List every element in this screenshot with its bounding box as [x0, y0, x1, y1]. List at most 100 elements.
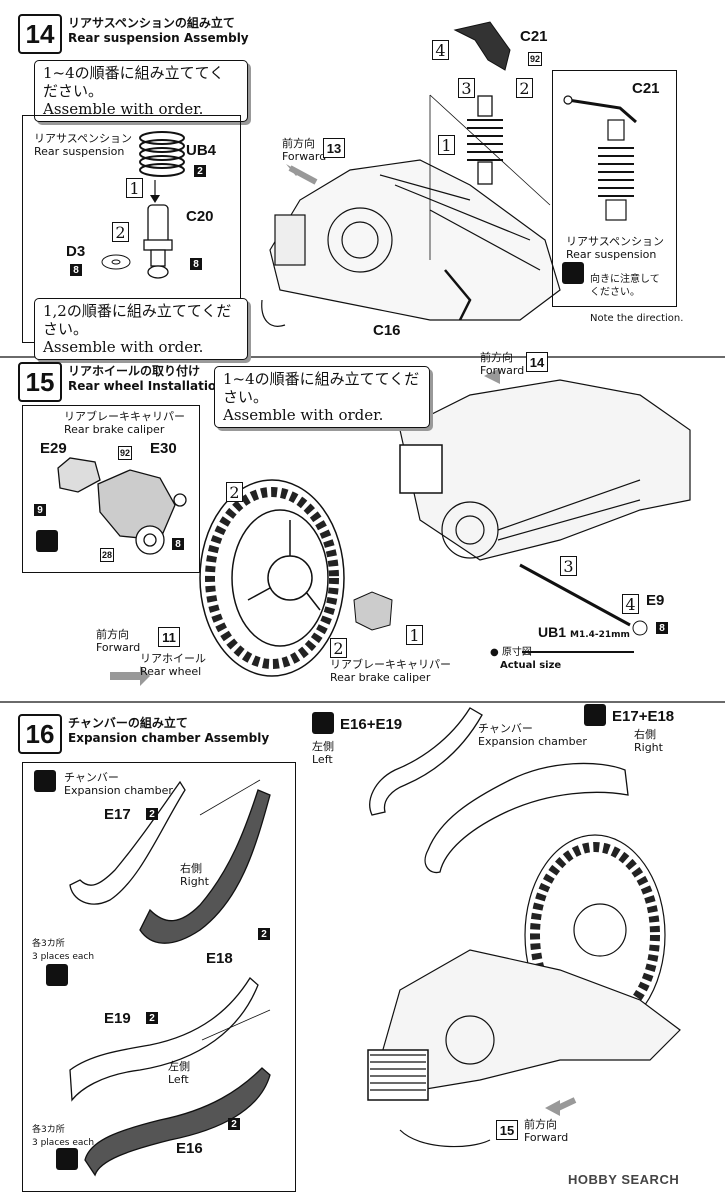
ref-step-11: 11: [158, 627, 180, 647]
note-en: Assemble with order.: [43, 100, 204, 118]
caliper-small-drawing: [353, 591, 393, 631]
order-2-caliper: 2: [330, 638, 347, 658]
label-jp: 各3カ所: [32, 939, 65, 949]
forward-en: Forward: [524, 1131, 569, 1144]
spring-ub4-drawing: [139, 131, 185, 177]
chamber-e19-drawing: [69, 977, 259, 1102]
part-num-e30-top: 92: [118, 446, 132, 460]
step-number-16: 16: [18, 714, 62, 754]
part-num-e19: 2: [146, 1012, 158, 1024]
order-2: 2: [112, 222, 129, 242]
order-3: 3: [458, 78, 475, 98]
collar-d3-drawing: [101, 254, 131, 270]
left-label-overview: 左側 Left: [312, 740, 334, 766]
order-2b: 2: [516, 78, 533, 98]
glue-icon-2: [56, 1148, 78, 1170]
step-number-15: 15: [18, 362, 62, 402]
rear-suspension-label: リアサスペンション Rear suspension: [34, 132, 132, 158]
step-15-title: リアホイールの取り付け Rear wheel Installation: [68, 364, 225, 394]
label-jp: 左側: [168, 1060, 190, 1073]
chamber-e16-drawing: [84, 1067, 271, 1177]
step-14-title-en: Rear suspension Assembly: [68, 31, 249, 45]
label-en: Rear suspension: [34, 145, 125, 158]
note-en: Note the direction.: [590, 313, 684, 324]
ref-step-15: 15: [496, 1120, 518, 1140]
glue-icon-1: [46, 964, 68, 986]
axle-drawing: [519, 563, 631, 627]
order-4-nut: 4: [622, 594, 639, 614]
chamber-assembled-left-drawing: [369, 707, 483, 816]
label-jp: リアホイール: [140, 652, 206, 665]
frame-step16-drawing: [367, 834, 681, 1148]
right-label: 右側 Right: [180, 862, 209, 888]
part-ub4: UB4: [186, 142, 217, 159]
paint-icon-left: [312, 712, 334, 734]
forward-arrow-15: [110, 666, 150, 686]
hobby-search-watermark: HOBBY SEARCH: [568, 1172, 680, 1187]
label-jp: 左側: [312, 740, 334, 753]
note-jp: 向きに注意して ください。: [590, 274, 660, 298]
label-en: Left: [168, 1073, 189, 1086]
note-jp: 1,2の順番に組み立ててください。: [43, 302, 232, 338]
chamber-e18-drawing: [139, 789, 271, 944]
step-14-note-order-2: 1,2の順番に組み立ててください。 Assemble with order.: [34, 298, 248, 360]
forward-en: Forward: [96, 641, 141, 654]
chamber-assembled-right-drawing: [424, 762, 629, 874]
label-en: 3 places each: [32, 952, 95, 962]
chamber-panel: [22, 762, 296, 1192]
label-jp: チャンバー: [478, 722, 533, 735]
chamber-label-overview: チャンバー Expansion chamber: [478, 722, 587, 748]
part-e30: E30: [150, 440, 177, 457]
forward-label-15b: 前方向 Forward: [480, 351, 524, 377]
caution-icon: [562, 262, 584, 284]
step-15-title-jp: リアホイールの取り付け: [68, 364, 201, 378]
label-jp: リアサスペンション: [566, 235, 665, 248]
order-3-axle: 3: [560, 556, 577, 576]
rear-wheel-label: リアホイール Rear wheel: [140, 652, 206, 678]
part-c21-inset: C21: [632, 80, 660, 97]
label-jp: リアブレーキキャリパー: [64, 410, 185, 423]
label-en: Right: [634, 741, 663, 754]
label-en: Expansion chamber: [64, 784, 173, 797]
chamber-paint-icon: [34, 770, 56, 792]
inset-shock-drawing: [563, 95, 637, 221]
frame-step15-drawing: [399, 379, 691, 561]
bracket-c21-drawing: [453, 21, 511, 71]
part-e16-e19: E16+E19: [340, 716, 403, 733]
part-num-ub4: 2: [194, 165, 206, 177]
actual-size-label: ● 原寸図 Actual size: [490, 646, 561, 672]
order-1: 1: [126, 178, 143, 198]
order-2-wheel: 2: [226, 482, 243, 502]
label-jp: リアブレーキキャリパー: [330, 658, 451, 671]
label-en: Left: [312, 753, 333, 766]
part-e18: E18: [206, 950, 233, 967]
places-label-2: 各3カ所 3 places each: [32, 1124, 94, 1150]
part-e16: E16: [176, 1140, 203, 1157]
note-en: Assemble with order.: [223, 406, 384, 424]
label-jp: 右側: [180, 862, 202, 875]
order-1-caliper: 1: [406, 625, 423, 645]
part-c21: C21: [520, 28, 548, 45]
part-e29: E29: [40, 440, 67, 457]
frame-step14-drawing: [261, 159, 561, 327]
step-number-14: 14: [18, 14, 62, 54]
note-jp: 1~4の順番に組み立ててください。: [43, 64, 225, 100]
rear-brake-caliper-label: リアブレーキキャリパー Rear brake caliper: [330, 658, 451, 684]
forward-label-15: 前方向 Forward: [96, 628, 140, 654]
note-jp: 1~4の順番に組み立ててください。: [223, 370, 420, 406]
right-label-overview: 右側 Right: [634, 728, 663, 754]
part-c16: C16: [373, 322, 401, 339]
part-num-e17: 2: [146, 808, 158, 820]
forward-label-14: 前方向 Forward: [282, 137, 326, 163]
label-jp: ● 原寸図: [490, 647, 532, 658]
label-en: Rear brake caliper: [64, 423, 165, 436]
label-jp: リアサスペンション: [34, 132, 133, 145]
label-en: Rear brake caliper: [330, 671, 431, 684]
glue-icon: [36, 530, 58, 552]
part-c20: C20: [186, 208, 214, 225]
part-d3: D3: [66, 243, 86, 260]
step-14-title: リアサスペンションの組み立て Rear suspension Assembly: [68, 16, 249, 46]
chamber-e17-drawing: [69, 780, 186, 905]
step-16-title: チャンバーの組み立て Expansion chamber Assembly: [68, 716, 269, 746]
